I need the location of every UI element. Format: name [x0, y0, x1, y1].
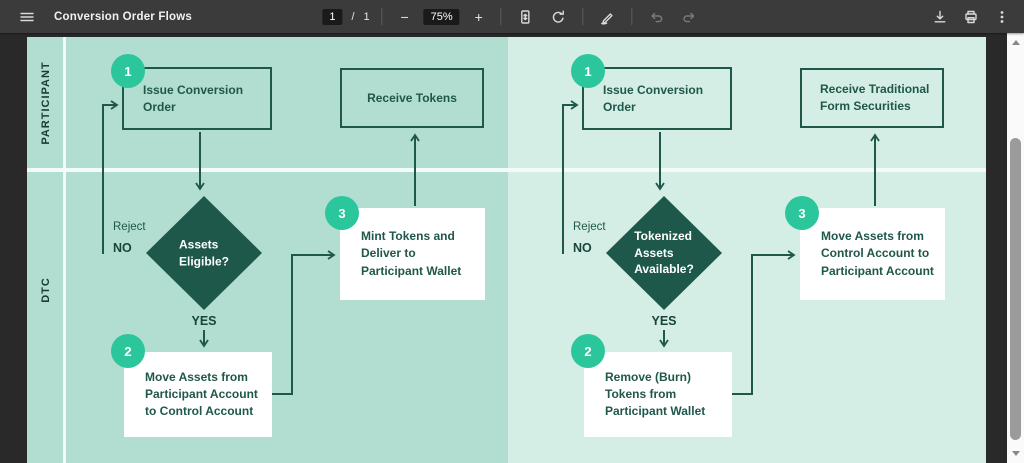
decision-label: Assets Eligible?	[178, 237, 230, 268]
no-label: NO	[573, 241, 592, 255]
step-badge-3: 3	[785, 196, 819, 230]
reject-label: Reject	[113, 221, 146, 233]
flowchart-detokenize: Issue Conversion Order 1 Receive Traditi…	[487, 37, 967, 463]
decision-diamond	[146, 196, 262, 310]
draw-pen-icon	[601, 12, 613, 25]
vertical-scrollbar[interactable]	[1007, 33, 1024, 463]
step-badge-1: 1	[111, 54, 145, 88]
step-issue-order: Issue Conversion Order	[582, 67, 732, 130]
step-issue-order: Issue Conversion Order	[122, 67, 272, 130]
yes-label: YES	[191, 314, 217, 328]
triangle-down-icon	[1011, 451, 1020, 456]
step-badge-3: 3	[325, 196, 359, 230]
pdf-toolbar: Conversion Order Flows 1 / 1 − 75% +	[0, 0, 1024, 33]
toolbar-separator	[381, 8, 383, 25]
kebab-menu-icon	[1000, 10, 1004, 23]
document-page: PARTICIPANT DTC Issue Conversion Order 1…	[27, 37, 986, 463]
decision-label: Tokenized Assets Available?	[634, 229, 694, 277]
zoom-level-display: 75%	[423, 8, 460, 25]
more-options-button[interactable]	[990, 5, 1014, 29]
download-icon	[934, 10, 946, 22]
step-mint-tokens: Mint Tokens and Deliver to Participant W…	[340, 208, 485, 300]
download-button[interactable]	[928, 5, 952, 29]
step-move-assets: Move Assets from Control Account to Part…	[800, 208, 945, 300]
redo-icon	[683, 12, 695, 22]
flow-connectors	[562, 100, 880, 395]
flow-connectors	[102, 100, 420, 395]
zoom-in-button[interactable]: +	[469, 7, 489, 27]
page-total: 1	[363, 10, 370, 23]
redo-button[interactable]	[678, 5, 702, 29]
flowchart-tokenize: Issue Conversion Order 1 Receive Tokens …	[27, 37, 507, 463]
document-title: Conversion Order Flows	[54, 10, 192, 23]
lane-label-divider	[63, 37, 66, 463]
reject-label: Reject	[573, 221, 606, 233]
pdf-viewport: PARTICIPANT DTC Issue Conversion Order 1…	[0, 33, 1024, 463]
scroll-up-button[interactable]	[1007, 35, 1024, 50]
zoom-out-button[interactable]: −	[395, 7, 415, 27]
step-badge-1: 1	[571, 54, 605, 88]
triangle-up-icon	[1011, 40, 1020, 45]
toolbar-separator	[500, 8, 502, 25]
toolbar-separator	[582, 8, 584, 25]
step-receive: Receive Traditional Form Securities	[800, 68, 944, 128]
undo-button[interactable]	[645, 5, 669, 29]
scroll-down-button[interactable]	[1007, 446, 1024, 461]
step-move-assets: Move Assets from Participant Account to …	[124, 352, 272, 437]
page-slash: /	[351, 10, 355, 23]
print-button[interactable]	[959, 5, 983, 29]
step-badge-2: 2	[571, 334, 605, 368]
draw-button[interactable]	[596, 5, 620, 29]
undo-icon	[651, 12, 663, 22]
page-number-input[interactable]: 1	[322, 8, 343, 25]
fit-to-page-button[interactable]	[514, 5, 538, 29]
decision-diamond	[606, 196, 722, 310]
step-badge-2: 2	[111, 334, 145, 368]
print-icon	[965, 10, 977, 23]
menu-button[interactable]	[15, 5, 39, 29]
yes-label: YES	[651, 314, 677, 328]
rotate-button[interactable]	[547, 5, 571, 29]
scrollbar-thumb[interactable]	[1010, 138, 1021, 440]
fit-to-page-icon	[521, 9, 530, 24]
step-receive: Receive Tokens	[340, 68, 484, 128]
no-label: NO	[113, 241, 132, 255]
toolbar-separator	[631, 8, 633, 25]
swimlane-divider	[27, 168, 986, 172]
rotate-icon	[553, 10, 565, 23]
hamburger-icon	[20, 12, 34, 21]
step-burn-tokens: Remove (Burn) Tokens from Participant Wa…	[584, 352, 732, 437]
